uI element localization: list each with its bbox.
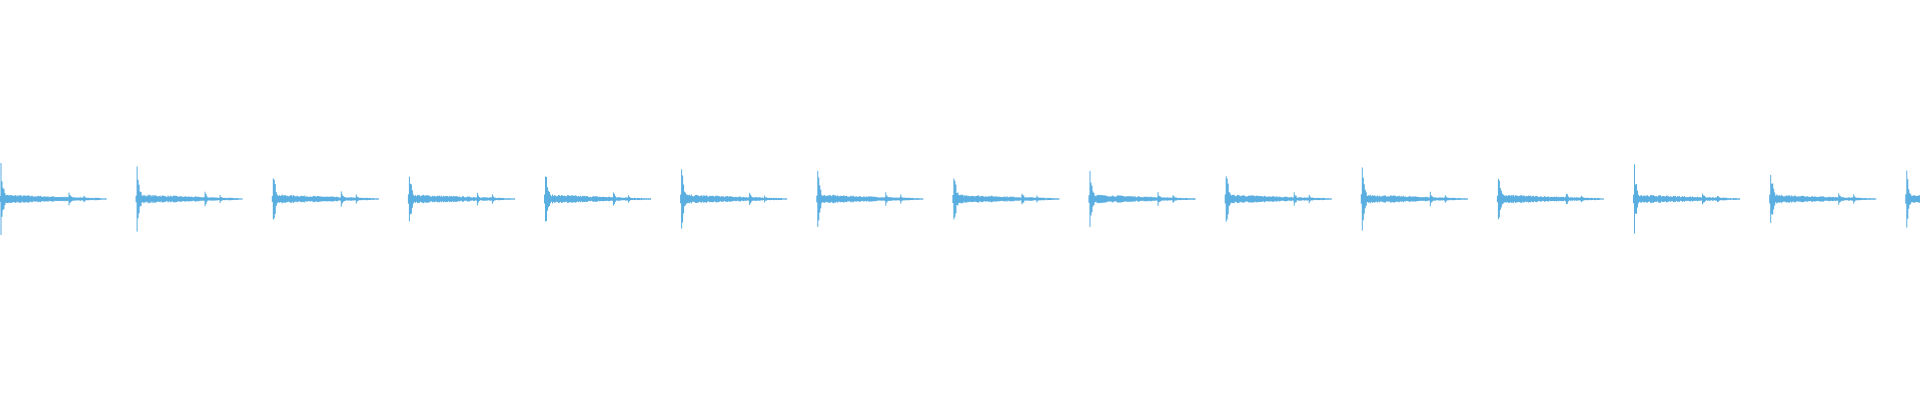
waveform-beat — [680, 169, 788, 229]
waveform-beat — [544, 176, 651, 222]
waveform-beat — [952, 178, 1060, 220]
waveform-beat — [1769, 175, 1877, 223]
waveform-beat — [1633, 164, 1740, 234]
waveform-beat — [271, 178, 379, 220]
waveform-beats — [0, 163, 1920, 235]
waveform-beat — [1496, 178, 1604, 220]
waveform-beat — [135, 166, 243, 232]
waveform-beat — [0, 163, 107, 235]
waveform-beat — [816, 171, 924, 227]
waveform-beat — [407, 176, 515, 222]
waveform-beat — [1360, 167, 1468, 231]
waveform-beat — [1224, 176, 1332, 222]
waveform-beat — [1905, 170, 1920, 228]
waveform-beat — [1088, 171, 1196, 227]
